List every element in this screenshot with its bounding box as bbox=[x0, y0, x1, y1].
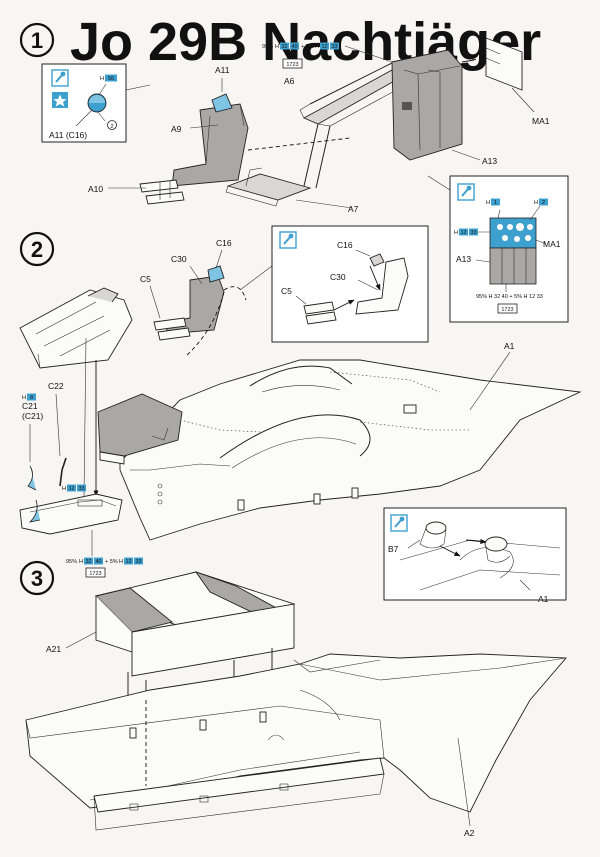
panel-ma1 bbox=[485, 37, 523, 91]
instrument-panel bbox=[489, 217, 537, 249]
c22-paint-code: H 12 33 bbox=[62, 484, 86, 492]
step-2-number: 2 bbox=[31, 237, 43, 262]
label-c16: C16 bbox=[216, 238, 232, 248]
svg-text:H: H bbox=[79, 559, 83, 565]
svg-text:95%: 95% bbox=[66, 559, 77, 565]
label-c30: C30 bbox=[171, 254, 187, 264]
label-c30-box: C30 bbox=[330, 272, 346, 282]
interior-box-a21 bbox=[94, 571, 296, 677]
svg-text:12: 12 bbox=[460, 230, 466, 236]
ref-number: 2 bbox=[110, 124, 113, 130]
paint-code-h: H bbox=[100, 76, 104, 82]
step-1-number: 1 bbox=[31, 28, 43, 53]
label-ma1: MA1 bbox=[532, 116, 550, 126]
step-3: 3 bbox=[19, 560, 567, 831]
svg-text:33: 33 bbox=[135, 559, 141, 565]
label-a1-detail: A1 bbox=[538, 594, 549, 604]
exhaust-b7 bbox=[425, 521, 447, 535]
svg-text:12: 12 bbox=[321, 44, 327, 50]
svg-text:H: H bbox=[486, 200, 490, 206]
svg-text:8: 8 bbox=[30, 395, 33, 401]
svg-text:33: 33 bbox=[78, 486, 84, 492]
cockpit-tub-assembly bbox=[19, 287, 133, 369]
svg-text:32: 32 bbox=[85, 559, 91, 565]
seat-a9 bbox=[139, 93, 249, 205]
step-3-number: 3 bbox=[31, 566, 43, 591]
panel-callout-box: H 1 H 2 H 12 33 95% H 32 40 + 5% H 12 33… bbox=[427, 175, 569, 323]
label-c21-alt: (C21) bbox=[22, 411, 43, 421]
svg-text:12: 12 bbox=[125, 559, 131, 565]
svg-text:+ 5%: + 5% bbox=[105, 559, 118, 565]
svg-text:H: H bbox=[119, 559, 123, 565]
label-a2: A2 bbox=[464, 828, 475, 838]
label-a1: A1 bbox=[504, 341, 515, 351]
svg-text:H: H bbox=[315, 44, 319, 50]
headrest-c16 bbox=[207, 265, 225, 283]
step-1-marker bbox=[19, 22, 55, 58]
svg-text:12: 12 bbox=[68, 486, 74, 492]
lower-fuselage-a2 bbox=[25, 653, 567, 813]
svg-text:33: 33 bbox=[470, 230, 476, 236]
stick-c22 bbox=[59, 457, 67, 487]
step-2-marker bbox=[19, 231, 55, 267]
part-label-a11-c16: A11 (C16) bbox=[49, 130, 87, 140]
fuselage-half-a1 bbox=[119, 359, 582, 541]
label-a9: A9 bbox=[171, 124, 182, 134]
label-c5-box: C5 bbox=[281, 286, 292, 296]
paint-callout-box: H 56 2 A11 (C16) bbox=[41, 63, 151, 143]
rear-frame-a6 bbox=[299, 61, 401, 189]
svg-text:32: 32 bbox=[281, 44, 287, 50]
svg-text:40: 40 bbox=[95, 559, 101, 565]
svg-text:40: 40 bbox=[291, 44, 297, 50]
bulkhead-a13 bbox=[391, 49, 475, 161]
mix-label-step1: 95% H 32 40 + 5% H 12 33 1723 bbox=[262, 42, 393, 69]
label-c22: C22 bbox=[48, 381, 64, 391]
svg-text:+ 5%: + 5% bbox=[301, 44, 314, 50]
headrest-c16-detail bbox=[369, 253, 385, 267]
label-ma1-box: MA1 bbox=[543, 239, 561, 249]
seat-c30 bbox=[153, 265, 225, 341]
label-a21: A21 bbox=[46, 644, 61, 654]
label-a7: A7 bbox=[348, 204, 359, 214]
svg-text:33: 33 bbox=[331, 44, 337, 50]
label-c5: C5 bbox=[140, 274, 151, 284]
panel-mix: 95% H 32 40 + 5% H 12 33 bbox=[476, 294, 543, 300]
svg-text:1723: 1723 bbox=[89, 571, 101, 577]
label-a6: A6 bbox=[284, 76, 295, 86]
c21-paint-code: H 8 bbox=[22, 393, 36, 401]
part-c21 bbox=[27, 465, 37, 491]
svg-text:95%: 95% bbox=[262, 44, 273, 50]
cockpit-floor bbox=[19, 393, 183, 535]
svg-text:H: H bbox=[22, 395, 26, 401]
mix-code: 1723 bbox=[286, 62, 298, 68]
label-a10: A10 bbox=[88, 184, 103, 194]
headrest-a11 bbox=[211, 93, 233, 113]
svg-text:H: H bbox=[534, 200, 538, 206]
floor-frame-a7 bbox=[225, 167, 312, 207]
svg-text:1: 1 bbox=[494, 200, 497, 206]
label-a13: A13 bbox=[482, 156, 497, 166]
background-title: Jo 29B Nachtjäger bbox=[70, 12, 541, 72]
label-a11: A11 bbox=[215, 65, 230, 75]
label-c21: C21 bbox=[22, 401, 38, 411]
label-c16-box: C16 bbox=[337, 240, 353, 250]
label-b7: B7 bbox=[388, 544, 399, 554]
step-1: 1 H 56 2 A11 (C16) 95% H 3 bbox=[19, 22, 535, 209]
detail-callout-box bbox=[383, 507, 567, 601]
floor-panel bbox=[93, 757, 385, 831]
seat-callout-box bbox=[239, 225, 429, 343]
svg-text:H: H bbox=[454, 230, 458, 236]
step-2: 2 C16 C30 C5 bbox=[19, 175, 582, 604]
svg-text:H: H bbox=[62, 486, 66, 492]
panel-mix-code: 1723 bbox=[501, 307, 513, 313]
svg-text:H: H bbox=[275, 44, 279, 50]
mix-label-step2: 95% H 32 40 + 5% H 12 33 1723 bbox=[66, 530, 143, 578]
paint-code-number: 56 bbox=[108, 76, 114, 82]
label-a13-box: A13 bbox=[456, 254, 471, 264]
svg-text:2: 2 bbox=[542, 200, 545, 206]
step-3-marker bbox=[19, 560, 55, 596]
